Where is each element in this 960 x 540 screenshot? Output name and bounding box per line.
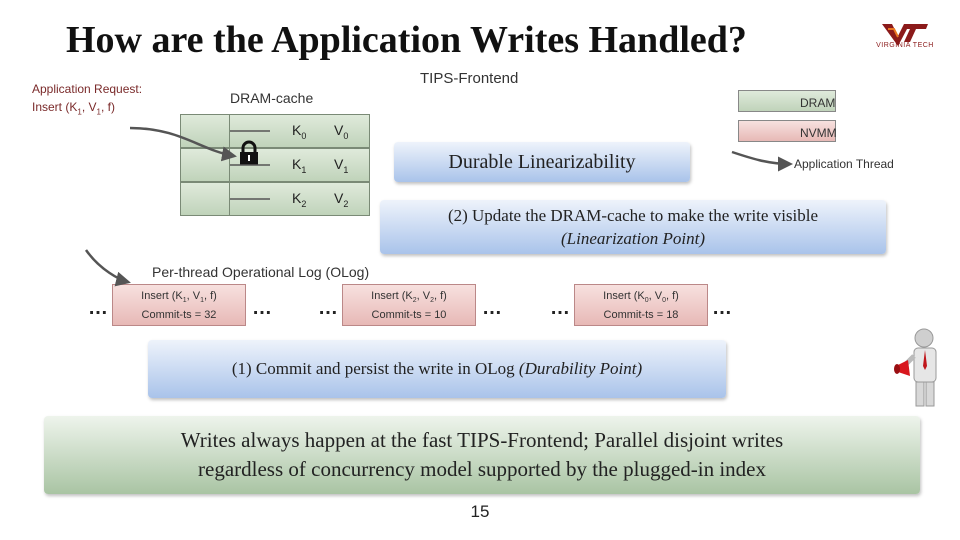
writes-summary-banner: Writes always happen at the fast TIPS-Fr…	[44, 416, 920, 494]
durable-linearizability-banner: Durable Linearizability	[394, 142, 690, 182]
dram-cache-label: DRAM-cache	[230, 90, 314, 106]
presenter-megaphone-icon	[894, 328, 937, 407]
ellipsis: …	[550, 297, 570, 319]
legend-dram-label: DRAM	[800, 96, 836, 110]
slide-title: How are the Application Writes Handled?	[66, 19, 747, 61]
cache-value: V2	[334, 190, 349, 209]
lock-icon	[240, 140, 258, 165]
olog-entry-ts: Commit-ts = 10	[371, 309, 447, 322]
olog-entry-ts: Commit-ts = 18	[603, 309, 679, 322]
bucket-cell	[180, 182, 230, 216]
ellipsis: …	[88, 297, 108, 319]
summary-line: Writes always happen at the fast TIPS-Fr…	[180, 428, 784, 452]
tips-frontend-label: TIPS-Frontend	[420, 70, 519, 87]
olog-entry-op: Insert (K1, V1, f)	[141, 290, 217, 305]
olog-entry-op: Insert (K2, V2, f)	[371, 290, 447, 305]
legend-dram-swatch	[738, 90, 836, 112]
cache-key: K1	[292, 156, 307, 175]
ellipsis: …	[252, 297, 272, 319]
virginia-tech-logo	[882, 24, 928, 46]
legend-nvmm-label: NVMM	[800, 126, 837, 140]
olog-entry: Insert (K2, V2, f) Commit-ts = 10	[342, 284, 476, 326]
update-line: (2) Update the DRAM-cache to make the wr…	[447, 206, 819, 225]
thread-arrow-cache	[129, 126, 237, 162]
application-request: Application Request: Insert (K1, V1, f)	[32, 80, 142, 121]
cache-value: V1	[334, 156, 349, 175]
olog-entry-op: Insert (K0, V0, f)	[603, 290, 679, 305]
linearization-point: (Linearization Point)	[560, 229, 706, 248]
application-request-heading: Application Request:	[32, 82, 143, 96]
legend-thread-label: Application Thread	[794, 157, 894, 171]
ellipsis: …	[318, 297, 338, 319]
ellipsis: …	[482, 297, 502, 319]
cache-value: V0	[334, 122, 349, 141]
legend-thread-arrow	[731, 150, 793, 172]
olog-entry: Insert (K1, V1, f) Commit-ts = 32	[112, 284, 246, 326]
olog-entry-ts: Commit-ts = 32	[141, 309, 217, 322]
cache-key: K0	[292, 122, 307, 141]
legend-nvmm-swatch	[738, 120, 836, 142]
commit-text: (1) Commit and persist the write in OLog	[231, 359, 515, 378]
update-dram-cache-banner: (2) Update the DRAM-cache to make the wr…	[380, 200, 886, 254]
ellipsis: …	[712, 297, 732, 319]
thread-arrow-olog	[84, 249, 131, 287]
page-number: 15	[470, 502, 490, 521]
olog-entry: Insert (K0, V0, f) Commit-ts = 18	[574, 284, 708, 326]
bucket-cell	[180, 114, 230, 148]
commit-persist-banner: (1) Commit and persist the write in OLog…	[148, 340, 726, 398]
cache-key: K2	[292, 190, 307, 209]
summary-line: regardless of concurrency model supporte…	[198, 457, 766, 481]
olog-label: Per-thread Operational Log (OLog)	[152, 264, 370, 280]
durability-point: (Durability Point)	[518, 359, 643, 378]
logo-text: VIRGINIA TECH	[876, 42, 934, 49]
application-request-op: Insert (K1, V1, f)	[32, 100, 115, 117]
